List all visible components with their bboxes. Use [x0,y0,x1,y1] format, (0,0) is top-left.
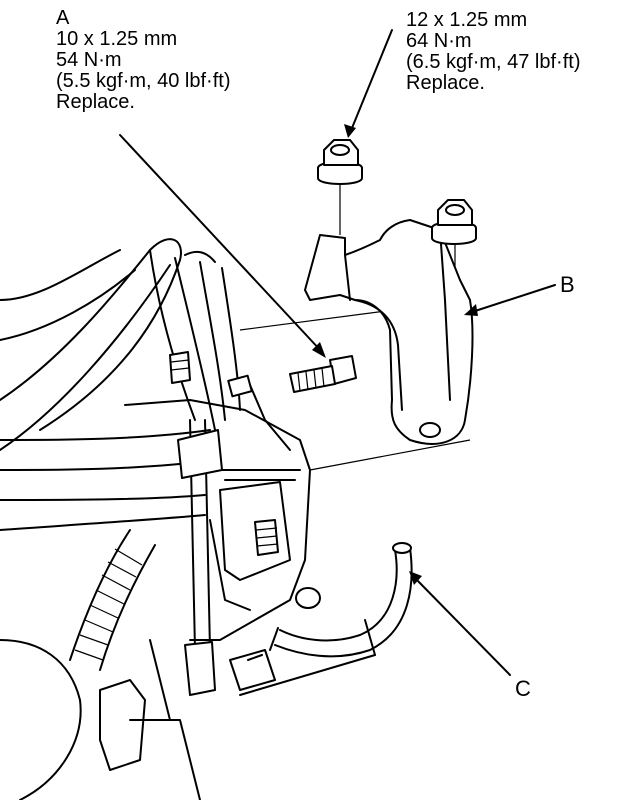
callout-a-torque: 54 N·m [56,49,122,71]
leader-lines [119,29,556,676]
callout-bolt-a: A 10 x 1.25 mm 54 N·m (5.5 kgf·m, 40 lbf… [56,8,231,113]
callout-a-letter: A [56,7,70,29]
lower-left-parts [0,639,201,800]
callout-a-torque-alt: (5.5 kgf·m, 40 lbf·ft) [56,70,231,92]
rod-and-clip [177,419,376,696]
callout-nut-torque: 64 N·m [406,30,472,52]
mount-bracket [304,219,474,445]
flange-nut-left [317,139,363,185]
hose-c [269,542,413,658]
callout-a-note: Replace. [56,91,135,113]
label-b: B [560,272,575,297]
label-c: C [515,676,531,701]
callout-nut-note: Replace. [406,72,485,94]
callout-nut: 12 x 1.25 mm 64 N·m (6.5 kgf·m, 47 lbf·f… [406,10,581,94]
callout-a-size: 10 x 1.25 mm [56,28,178,50]
mount-housing [124,351,321,641]
flange-nut-right [431,199,477,245]
callout-nut-torque-alt: (6.5 kgf·m, 47 lbf·ft) [406,51,581,73]
callout-nut-size: 12 x 1.25 mm [406,9,528,31]
hose-bundle [0,238,241,531]
corrugated-hose [69,529,156,671]
bolt-a [289,355,357,393]
